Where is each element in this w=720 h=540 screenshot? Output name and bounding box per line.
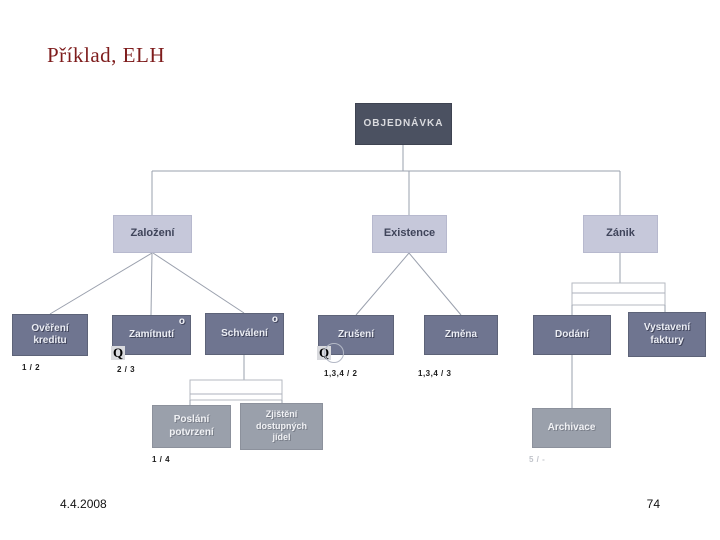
node-archivace: Archivace: [532, 408, 611, 448]
node-label: Schválení: [221, 327, 268, 339]
ratio-label-archivace: 5 / -: [529, 455, 546, 464]
ratio-label-zamitnuti: 2 / 3: [117, 365, 136, 374]
node-objednavka: OBJEDNÁVKA: [355, 103, 452, 145]
node-overeni-kreditu: Ověření kreditu: [12, 314, 88, 356]
slide-title: Příklad, ELH: [47, 43, 165, 68]
node-dodani: Dodání: [533, 315, 611, 355]
q-badge-icon: Q: [317, 343, 345, 363]
ratio-label-zmena: 1,3,4 / 3: [418, 369, 452, 378]
node-poslani-potvrzeni: Poslání potvrzení: [152, 405, 231, 448]
node-zalozeni: Založení: [113, 215, 192, 253]
node-zanik: Zánik: [583, 215, 658, 253]
node-schvaleni: Schválení o: [205, 313, 284, 355]
node-zamitnuti: Zamítnutí o Q: [111, 315, 191, 360]
footer-date: 4.4.2008: [60, 497, 107, 511]
q-badge-icon: Q: [111, 345, 126, 360]
option-marker: o: [178, 316, 185, 327]
footer-page-number: 74: [646, 497, 660, 511]
node-vystaveni-faktury: Vystavení faktury: [628, 312, 706, 357]
node-zruseni: Zrušení Q: [317, 315, 394, 363]
ratio-label-overeni: 1 / 2: [22, 363, 41, 372]
node-label: Zamítnutí: [129, 328, 174, 340]
node-zjisteni-jidel: Zjištění dostupných jídel: [240, 403, 323, 450]
node-existence: Existence: [372, 215, 447, 253]
node-label: Zrušení: [337, 328, 375, 340]
ratio-label-poslani: 1 / 4: [152, 455, 171, 464]
option-marker: o: [271, 314, 278, 325]
ratio-label-zruseni: 1,3,4 / 2: [324, 369, 358, 378]
node-zmena: Změna: [424, 315, 498, 355]
